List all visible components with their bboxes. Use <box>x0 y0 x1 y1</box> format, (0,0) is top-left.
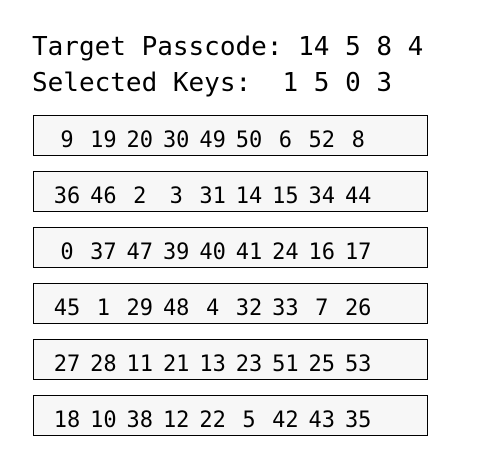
selected-keys-value: 1 5 0 3 <box>282 68 393 98</box>
keypad-key[interactable]: 40 <box>199 240 226 265</box>
keypad-key[interactable]: 48 <box>162 296 190 321</box>
selected-keys-label: Selected Keys: <box>32 68 252 98</box>
keypad-key[interactable]: 2 <box>133 184 147 209</box>
keypad-key[interactable]: 20 <box>126 128 154 153</box>
target-passcode-value: 14 5 8 4 <box>298 32 424 62</box>
keypad-key[interactable]: 29 <box>126 296 154 321</box>
keypad-key[interactable]: 26 <box>344 296 372 321</box>
keypad-key[interactable]: 42 <box>272 408 299 433</box>
keypad-key[interactable]: 46 <box>90 184 117 209</box>
keypad-key[interactable]: 37 <box>90 240 117 265</box>
keypad-row-3: 0 37 47 39 40 41 24 16 17 <box>33 227 428 268</box>
keypad-key[interactable]: 10 <box>90 408 117 433</box>
keypad-key[interactable]: 18 <box>53 408 81 433</box>
keypad-key[interactable]: 28 <box>90 352 117 377</box>
keypad-key[interactable]: 51 <box>272 352 299 377</box>
keypad-key[interactable]: 6 <box>278 128 292 153</box>
keypad-key[interactable]: 14 <box>235 184 263 209</box>
keypad-key[interactable]: 33 <box>272 296 299 321</box>
keypad-key[interactable]: 23 <box>235 352 263 377</box>
keypad-key[interactable]: 50 <box>235 128 263 153</box>
keypad-key[interactable]: 38 <box>126 408 154 433</box>
keypad-row-1: 9 19 20 30 49 50 6 52 8 <box>33 115 428 156</box>
keypad-key[interactable]: 21 <box>162 352 190 377</box>
keypad-key[interactable]: 25 <box>308 352 336 377</box>
keypad-key[interactable]: 5 <box>242 408 256 433</box>
keypad-key[interactable]: 31 <box>199 184 226 209</box>
keypad-key[interactable]: 16 <box>308 240 336 265</box>
keypad-key[interactable]: 11 <box>126 352 154 377</box>
target-passcode-label: Target Passcode: <box>32 32 283 62</box>
keypad-key[interactable]: 27 <box>53 352 81 377</box>
keypad-key[interactable]: 15 <box>272 184 299 209</box>
keypad-key[interactable]: 36 <box>53 184 81 209</box>
keypad-key[interactable]: 19 <box>90 128 117 153</box>
keypad-key[interactable]: 9 <box>60 128 74 153</box>
selected-keys-line: Selected Keys: 1 5 0 3 <box>32 70 392 96</box>
keypad-key[interactable]: 47 <box>126 240 154 265</box>
keypad-row-6: 18 10 38 12 22 5 42 43 35 <box>33 395 428 436</box>
keypad-key[interactable]: 52 <box>308 128 336 153</box>
keypad-key[interactable]: 0 <box>60 240 74 265</box>
keypad-key[interactable]: 30 <box>162 128 190 153</box>
keypad-row-5: 27 28 11 21 13 23 51 25 53 <box>33 339 428 380</box>
keypad-key[interactable]: 22 <box>199 408 226 433</box>
keypad-key[interactable]: 39 <box>162 240 190 265</box>
keypad-key[interactable]: 4 <box>205 296 220 321</box>
keypad-key[interactable]: 1 <box>96 296 110 321</box>
keypad-key[interactable]: 7 <box>315 296 329 321</box>
keypad-key[interactable]: 17 <box>344 240 372 265</box>
keypad-key[interactable]: 43 <box>308 408 336 433</box>
target-passcode-line: Target Passcode: 14 5 8 4 <box>32 34 423 60</box>
keypad-key[interactable]: 34 <box>308 184 336 209</box>
keypad-key[interactable]: 44 <box>344 184 372 209</box>
keypad-key[interactable]: 45 <box>53 296 81 321</box>
keypad-key[interactable]: 12 <box>162 408 190 433</box>
keypad-row-4: 45 1 29 48 4 32 33 7 26 <box>33 283 428 324</box>
keypad-key[interactable]: 8 <box>351 128 365 153</box>
keypad-key[interactable]: 13 <box>199 352 226 377</box>
keypad-key[interactable]: 41 <box>235 240 263 265</box>
keypad-key[interactable]: 24 <box>272 240 299 265</box>
keypad-key[interactable]: 49 <box>199 128 226 153</box>
keypad-key[interactable]: 3 <box>169 184 183 209</box>
keypad-key[interactable]: 53 <box>344 352 372 377</box>
keypad-key[interactable]: 32 <box>235 296 263 321</box>
keypad-key[interactable]: 35 <box>344 408 372 433</box>
